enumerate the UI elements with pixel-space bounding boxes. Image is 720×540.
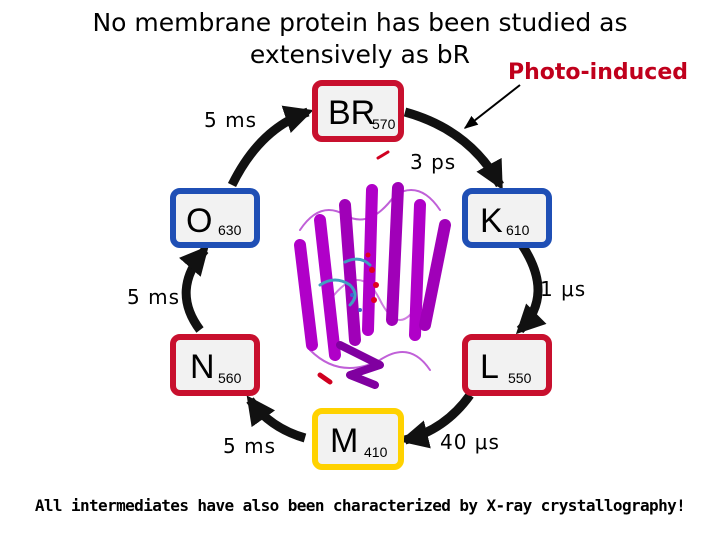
time-k-to-l: 1 μs <box>540 277 587 301</box>
time-br-to-k: 3 ps <box>410 150 457 174</box>
state-o-label: O <box>186 202 213 240</box>
arrow-m-to-n <box>246 395 307 443</box>
arrow-l-to-m <box>399 392 474 449</box>
time-l-to-m: 40 μs <box>440 430 500 454</box>
state-br: BR 570 <box>312 80 404 142</box>
photo-induced-pointer <box>463 84 521 129</box>
state-l-wavelength: 550 <box>508 370 532 386</box>
state-k-wavelength: 610 <box>506 222 530 238</box>
state-n-wavelength: 560 <box>218 370 242 386</box>
state-l: L 550 <box>462 334 552 396</box>
state-br-label: BR <box>328 94 376 132</box>
state-m: M 410 <box>312 408 404 470</box>
footer-note: All intermediates have also been charact… <box>34 496 686 515</box>
state-m-label: M <box>330 422 359 460</box>
photo-induced-label: Photo-induced <box>508 60 688 85</box>
time-m-to-n: 5 ms <box>223 434 276 458</box>
arrow-n-to-o <box>178 245 209 333</box>
arrow-k-to-l <box>515 242 547 335</box>
time-n-to-o: 5 ms <box>127 285 180 309</box>
state-n: N 560 <box>170 334 260 396</box>
state-k: K 610 <box>462 188 552 248</box>
state-br-wavelength: 570 <box>372 116 396 132</box>
arrow-o-to-br <box>227 105 314 187</box>
state-n-label: N <box>190 348 215 386</box>
arrow-br-to-k <box>403 107 504 191</box>
state-k-label: K <box>480 202 503 240</box>
title-line-2: extensively as bR <box>249 40 471 69</box>
state-m-wavelength: 410 <box>364 444 388 460</box>
state-o: O 630 <box>170 188 260 248</box>
time-o-to-br: 5 ms <box>204 108 257 132</box>
state-l-label: L <box>480 348 499 386</box>
state-o-wavelength: 630 <box>218 222 242 238</box>
protein-structure-illustration <box>294 150 451 389</box>
title-line-1: No membrane protein has been studied as <box>92 8 628 37</box>
